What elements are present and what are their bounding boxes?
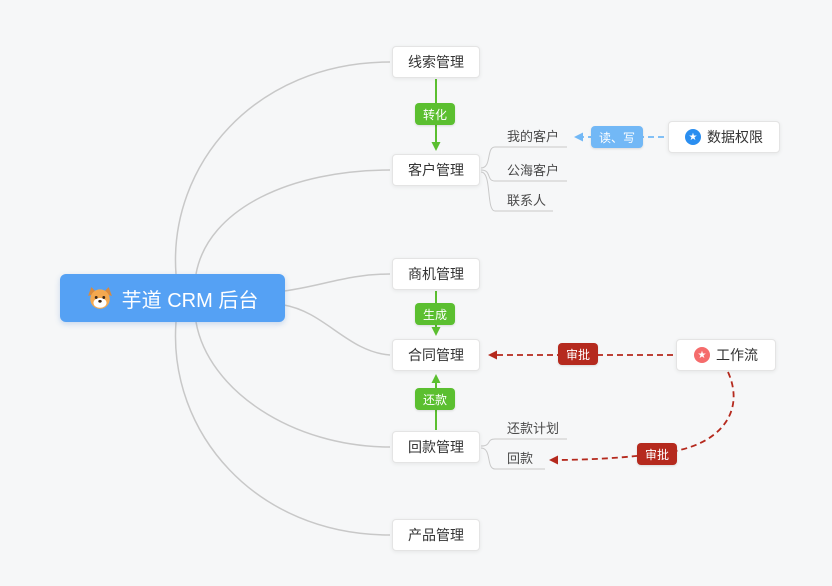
edge-label-generate: 生成: [415, 303, 456, 325]
edge-label-read-write: 读、写: [591, 126, 644, 148]
subnode-public-customers: 公海客户: [507, 163, 560, 178]
root-branch-edges: [174, 61, 391, 536]
node-workflow: ★ 工作流: [676, 339, 776, 371]
node-workflow-label: 工作流: [716, 347, 758, 363]
edge-label-approve-receivable: 审批: [637, 443, 678, 465]
root-label: 芋道 CRM 后台: [121, 289, 259, 312]
edge-root-receivables: [195, 321, 391, 448]
subnode-receivable: 回款: [507, 451, 534, 466]
node-receivables: 回款管理: [392, 431, 480, 463]
edge-label-convert: 转化: [415, 103, 456, 125]
edge-root-opportunities: [283, 273, 391, 292]
edge-root-contracts: [283, 304, 391, 356]
edge-root-leads: [174, 61, 391, 275]
subnode-my-customers: 我的客户: [507, 129, 560, 144]
edge-root-customers: [195, 169, 391, 275]
node-contracts: 合同管理: [392, 339, 480, 371]
edge-root-products: [174, 321, 391, 536]
node-customers: 客户管理: [392, 154, 480, 186]
edge-customers-my-customers: [480, 146, 567, 169]
node-products: 产品管理: [392, 519, 480, 551]
edge-label-repay: 还款: [415, 388, 456, 410]
star-circle-icon: ★: [685, 129, 701, 145]
node-leads: 线索管理: [392, 46, 480, 78]
dog-face-icon: [87, 286, 113, 310]
node-data-permission-label: 数据权限: [707, 129, 763, 145]
node-opportunities: 商机管理: [392, 258, 480, 290]
edge-label-approve-contract: 审批: [558, 343, 599, 365]
subnode-contacts: 联系人: [507, 193, 547, 208]
subnode-edges: [480, 146, 567, 470]
star-circle-icon: ★: [694, 347, 710, 363]
edge-receivables-receivable: [480, 447, 545, 470]
edge-customers-contacts: [480, 171, 553, 212]
subnode-repayment-plan: 还款计划: [507, 421, 560, 436]
root-node: 芋道 CRM 后台: [60, 274, 285, 322]
edge-customers-public-customers: [480, 169, 567, 182]
node-data-permission: ★ 数据权限: [668, 121, 780, 153]
edge-receivables-repayment-plan: [480, 438, 567, 447]
